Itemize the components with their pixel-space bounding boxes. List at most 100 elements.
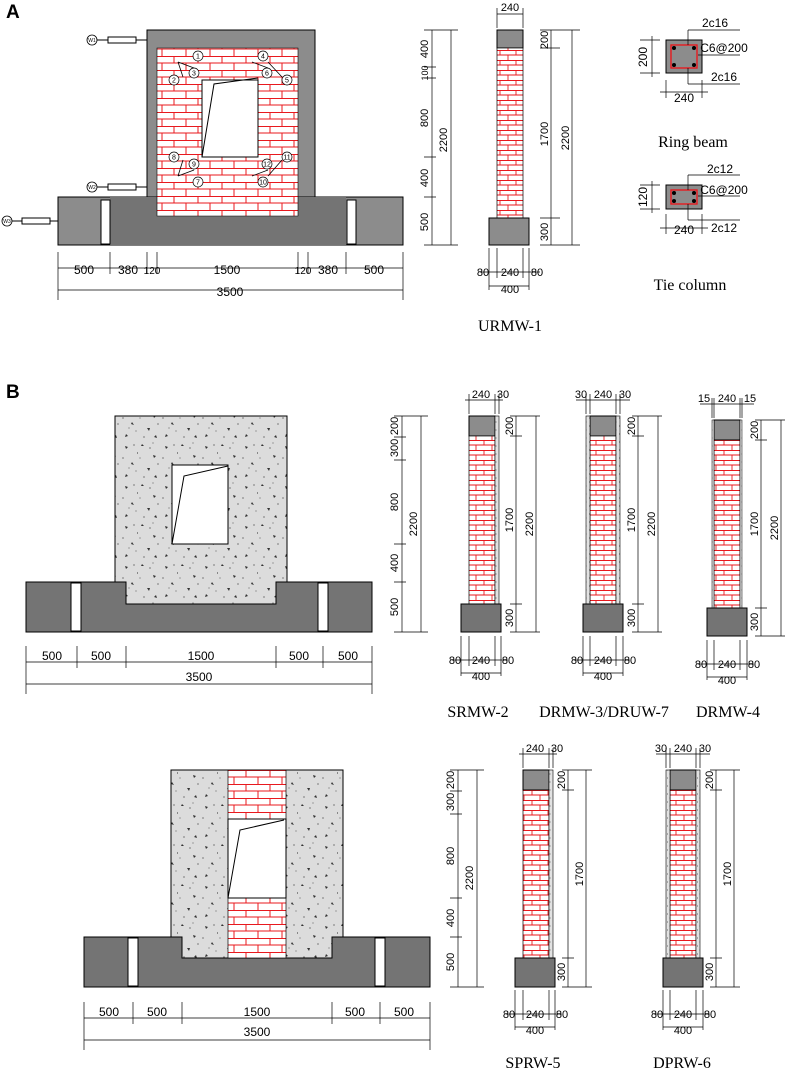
svg-text:W1: W1 xyxy=(88,38,96,44)
urmw1-horizontal-dim-labels: 500 380 120 1500 120 380 500 3500 xyxy=(74,263,384,299)
svg-text:240: 240 xyxy=(718,659,736,671)
svg-text:200: 200 xyxy=(389,417,401,435)
b-elevation-1 xyxy=(25,415,373,633)
svg-text:240: 240 xyxy=(594,655,612,667)
svg-text:100: 100 xyxy=(420,65,430,80)
svg-text:80: 80 xyxy=(477,267,489,279)
svg-text:240: 240 xyxy=(472,655,490,667)
svg-text:2c12: 2c12 xyxy=(711,221,737,235)
svg-text:3: 3 xyxy=(192,71,196,78)
svg-text:80: 80 xyxy=(624,655,636,667)
urmw1-vertical-dims xyxy=(424,29,458,246)
urmw1-elevation: W1 W2 W3 1 2 3 4 5 6 7 8 xyxy=(1,29,404,246)
svg-text:2: 2 xyxy=(172,78,176,85)
svg-text:1700: 1700 xyxy=(626,508,638,532)
section-sprw-5: 240 30 200 1700 300 80 240 80 400 SPRW-5 xyxy=(503,743,592,1071)
svg-text:240: 240 xyxy=(674,1009,692,1021)
svg-text:240: 240 xyxy=(674,743,692,755)
svg-text:400: 400 xyxy=(419,40,431,58)
svg-text:120: 120 xyxy=(144,266,161,277)
section-drmw-3: 30 240 30 200 1700 300 2200 80 240 80 40… xyxy=(539,389,669,721)
svg-text:80: 80 xyxy=(571,655,583,667)
urmw1-vertical-dim-labels: 400 100 800 400 500 2200 xyxy=(419,40,450,231)
svg-text:2200: 2200 xyxy=(769,516,781,540)
svg-text:9: 9 xyxy=(192,162,196,169)
svg-text:500: 500 xyxy=(91,649,111,663)
svg-text:240: 240 xyxy=(594,389,612,401)
svg-text:300: 300 xyxy=(389,439,401,457)
svg-text:30: 30 xyxy=(497,389,509,401)
svg-text:500: 500 xyxy=(364,263,384,277)
svg-text:500: 500 xyxy=(445,953,457,971)
svg-text:200: 200 xyxy=(636,47,650,67)
svg-text:800: 800 xyxy=(389,493,401,511)
svg-text:2200: 2200 xyxy=(438,128,450,152)
svg-text:2200: 2200 xyxy=(524,512,536,536)
svg-text:5: 5 xyxy=(285,78,289,85)
svg-text:2200: 2200 xyxy=(408,512,420,536)
svg-text:1700: 1700 xyxy=(504,508,516,532)
svg-text:80: 80 xyxy=(531,267,543,279)
svg-text:80: 80 xyxy=(556,1009,568,1021)
svg-text:200: 200 xyxy=(539,31,551,49)
svg-text:240: 240 xyxy=(674,91,694,105)
svg-text:400: 400 xyxy=(594,671,612,683)
b-elev1-horizontal-dims xyxy=(25,646,373,694)
svg-text:300: 300 xyxy=(445,793,457,811)
svg-text:2c16: 2c16 xyxy=(711,70,737,84)
svg-text:1700: 1700 xyxy=(539,122,551,146)
svg-text:80: 80 xyxy=(502,655,514,667)
b-elev2-vertical-dims xyxy=(450,769,484,988)
svg-text:500: 500 xyxy=(345,1005,365,1019)
svg-text:C6@200: C6@200 xyxy=(700,183,748,197)
panel-label-b: B xyxy=(6,382,20,403)
transducer-w1: W1 xyxy=(86,34,147,46)
svg-text:1500: 1500 xyxy=(244,1005,271,1019)
svg-text:2c12: 2c12 xyxy=(707,162,733,176)
svg-text:80: 80 xyxy=(651,1009,663,1021)
srmw-2-title: SRMW-2 xyxy=(447,704,508,721)
svg-text:400: 400 xyxy=(445,909,457,927)
svg-text:80: 80 xyxy=(704,1009,716,1021)
svg-text:300: 300 xyxy=(749,613,761,631)
ring-beam-detail: 2c16 C6@200 2c16 200 240 Ring beam xyxy=(636,16,748,151)
svg-text:1700: 1700 xyxy=(574,862,586,886)
slot-right xyxy=(346,199,357,245)
dprw-6-title: DPRW-6 xyxy=(653,1055,711,1071)
svg-text:30: 30 xyxy=(619,389,631,401)
svg-text:400: 400 xyxy=(718,675,736,687)
svg-text:7: 7 xyxy=(196,180,200,187)
b-elev1-vertical-dims xyxy=(394,415,428,633)
svg-text:400: 400 xyxy=(389,554,401,572)
svg-text:30: 30 xyxy=(575,389,587,401)
svg-text:80: 80 xyxy=(748,659,760,671)
tie-column-title: Tie column xyxy=(654,277,727,294)
svg-text:300: 300 xyxy=(504,609,516,627)
svg-text:15: 15 xyxy=(744,393,756,405)
slot-left xyxy=(100,199,111,245)
svg-text:W3: W3 xyxy=(3,219,11,225)
svg-text:80: 80 xyxy=(449,655,461,667)
svg-text:8: 8 xyxy=(172,155,176,162)
b-elev1-horizontal-dim-labels: 500 500 1500 500 500 3500 xyxy=(42,649,358,684)
svg-text:11: 11 xyxy=(283,155,290,162)
svg-text:6: 6 xyxy=(265,71,269,78)
svg-text:800: 800 xyxy=(419,109,431,127)
svg-text:800: 800 xyxy=(445,847,457,865)
svg-text:500: 500 xyxy=(394,1005,414,1019)
svg-text:30: 30 xyxy=(699,743,711,755)
svg-text:2200: 2200 xyxy=(464,866,476,890)
svg-text:3500: 3500 xyxy=(244,1025,271,1039)
ring-beam-title: Ring beam xyxy=(658,134,728,151)
svg-text:1500: 1500 xyxy=(214,263,241,277)
svg-text:240: 240 xyxy=(472,389,490,401)
svg-text:240: 240 xyxy=(501,2,519,14)
svg-text:12: 12 xyxy=(263,162,271,169)
svg-text:1700: 1700 xyxy=(749,512,761,536)
b-elevation-2 xyxy=(83,769,431,988)
svg-text:400: 400 xyxy=(501,284,519,296)
svg-text:240: 240 xyxy=(526,743,544,755)
svg-text:200: 200 xyxy=(504,417,516,435)
transducer-w3: W3 xyxy=(1,215,58,227)
